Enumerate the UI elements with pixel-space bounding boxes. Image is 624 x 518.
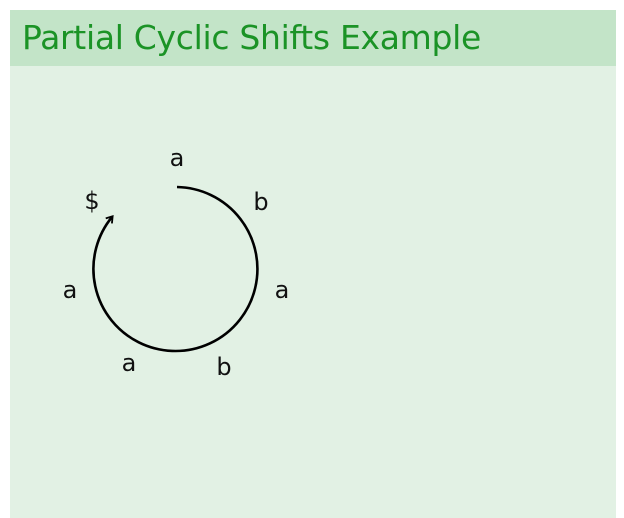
- slide: Partial Cyclic Shifts Example: [10, 10, 616, 518]
- title-bar: Partial Cyclic Shifts Example: [10, 10, 616, 66]
- cycle-label-1: a: [170, 144, 185, 172]
- cycle-label-7: $: [84, 187, 99, 215]
- cycle-label-3: a: [275, 276, 290, 304]
- cycle-label-5: a: [122, 349, 137, 377]
- cycle-arc: [92, 185, 259, 353]
- slide-title: Partial Cyclic Shifts Example: [22, 18, 482, 57]
- cycle-label-6: a: [63, 276, 78, 304]
- cycle-label-2: b: [253, 188, 268, 216]
- cycle-label-4: b: [216, 353, 231, 381]
